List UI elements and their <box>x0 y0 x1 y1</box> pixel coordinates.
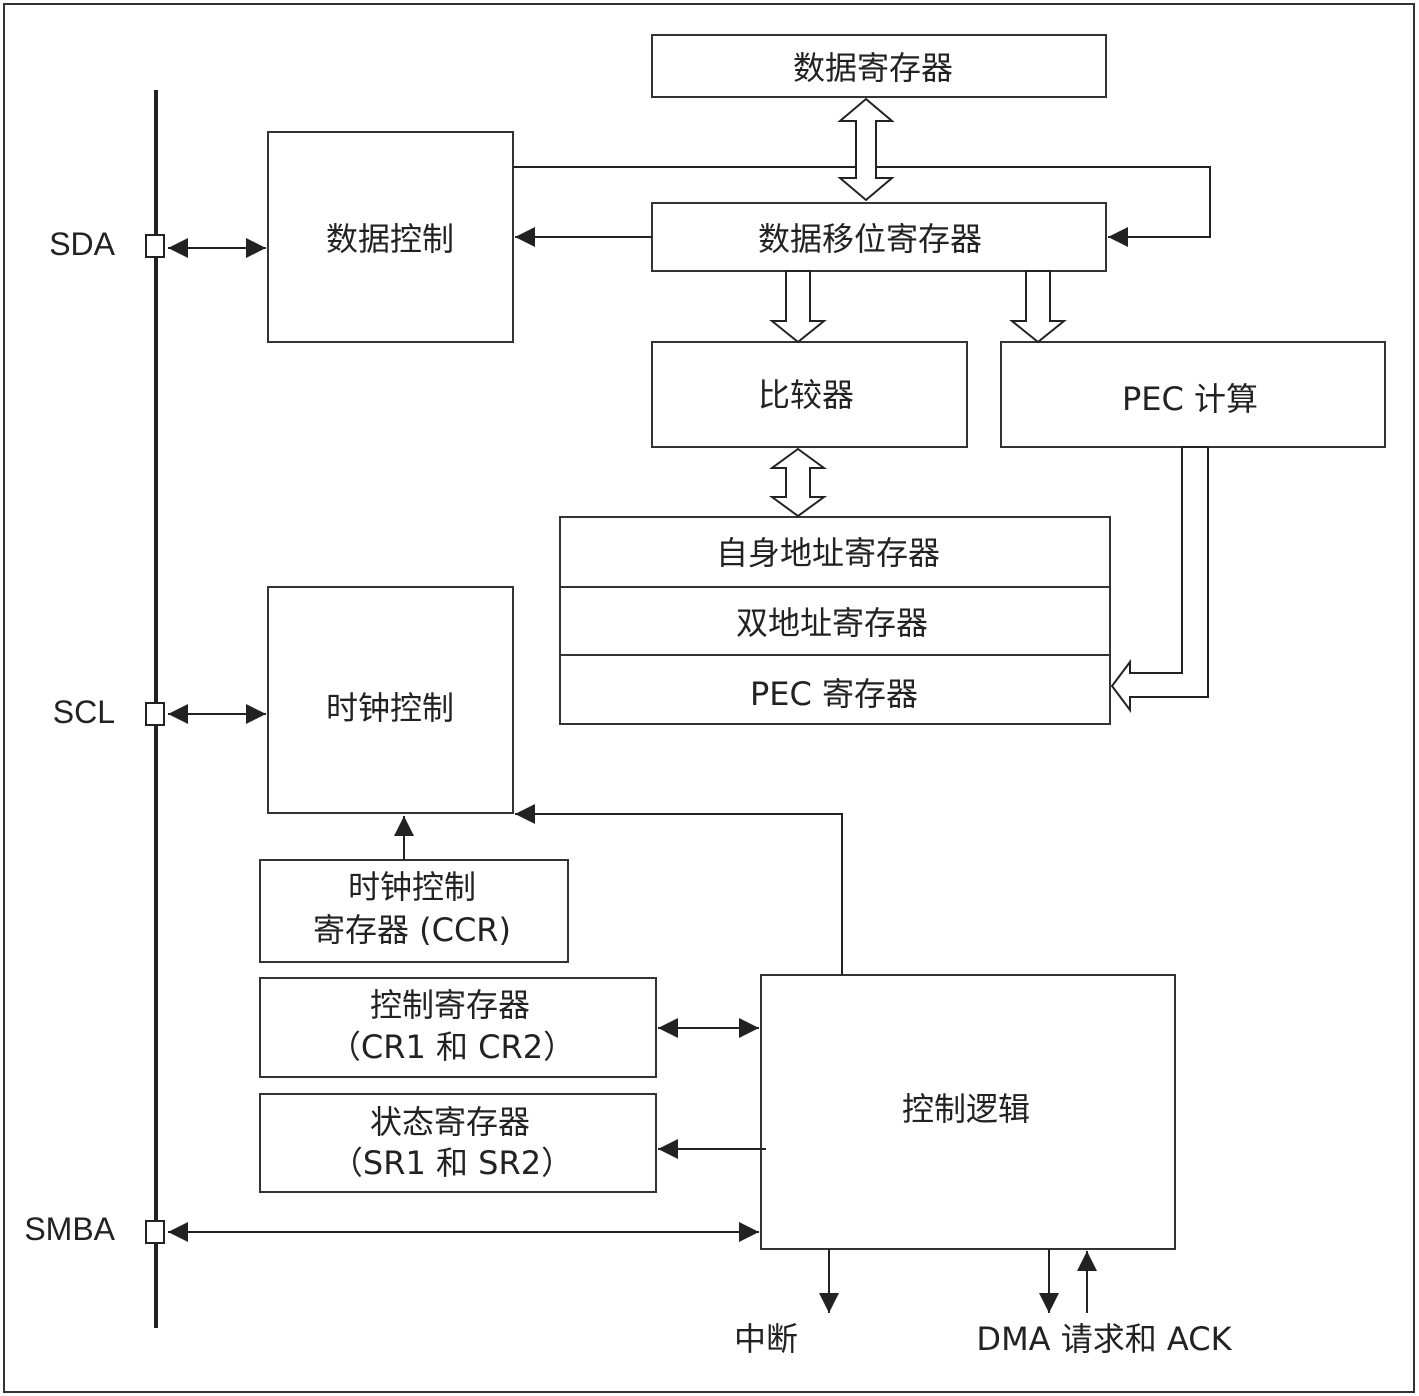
shift-to-pec-calc-arrow <box>1009 270 1067 344</box>
clock-control-block: 时钟控制 <box>267 586 514 814</box>
pin-smba-label: SMBA <box>24 1211 115 1247</box>
shift-to-comparator-arrow <box>769 270 827 344</box>
data-register-shift-double-arrow <box>837 97 895 202</box>
dma-label: DMA 请求和 ACK <box>976 1320 1232 1358</box>
sr-label-line2: （SR1 和 SR2） <box>331 1144 573 1182</box>
data-shift-register-block: 数据移位寄存器 <box>651 202 1107 272</box>
ccr-label-line2: 寄存器 (CCR) <box>313 911 511 949</box>
pin-smba: SMBA <box>24 1211 165 1247</box>
pin-sda-terminal <box>145 234 165 258</box>
data-shift-register-label: 数据移位寄存器 <box>758 220 982 258</box>
data-register-label: 数据寄存器 <box>793 49 953 87</box>
pin-smba-terminal <box>145 1220 165 1244</box>
cr-block: 控制寄存器 （CR1 和 CR2） <box>259 977 657 1078</box>
interrupt-label: 中断 <box>734 1320 798 1358</box>
control-logic-to-clock-control-arrow <box>515 804 843 975</box>
comparator-label: 比较器 <box>758 376 854 414</box>
pin-sda-label: SDA <box>49 226 115 262</box>
address-register-stack: 自身地址寄存器 双地址寄存器 PEC 寄存器 <box>559 516 1111 725</box>
sr-label-line1: 状态寄存器 <box>370 1103 530 1141</box>
dual-address-register-label: 双地址寄存器 <box>736 604 928 642</box>
pec-calc-to-pec-register-arrow <box>1110 446 1209 713</box>
control-logic-block: 控制逻辑 <box>760 974 1176 1250</box>
ccr-label-line1: 时钟控制 <box>348 868 476 906</box>
pin-scl: SCL <box>53 694 165 730</box>
pin-sda: SDA <box>49 226 165 262</box>
own-address-register-label: 自身地址寄存器 <box>716 534 940 572</box>
comparator-address-double-arrow <box>768 447 828 518</box>
comparator-block: 比较器 <box>651 341 968 448</box>
sr-block: 状态寄存器 （SR1 和 SR2） <box>259 1093 657 1193</box>
pec-register-label: PEC 寄存器 <box>750 675 918 713</box>
control-logic-label: 控制逻辑 <box>902 1090 1030 1128</box>
cr-label-line2: （CR1 和 CR2） <box>329 1028 575 1066</box>
clock-control-label: 时钟控制 <box>326 689 454 727</box>
data-control-label: 数据控制 <box>326 220 454 258</box>
pec-calc-label: PEC 计算 <box>1122 380 1258 418</box>
diagram-frame <box>3 3 1415 1393</box>
pin-scl-label: SCL <box>53 694 115 730</box>
cr-label-line1: 控制寄存器 <box>370 986 530 1024</box>
pec-calc-block: PEC 计算 <box>1000 341 1386 448</box>
data-register-block: 数据寄存器 <box>651 34 1107 98</box>
ccr-block: 时钟控制 寄存器 (CCR) <box>259 859 569 963</box>
pin-scl-terminal <box>145 702 165 726</box>
data-control-block: 数据控制 <box>267 131 514 343</box>
